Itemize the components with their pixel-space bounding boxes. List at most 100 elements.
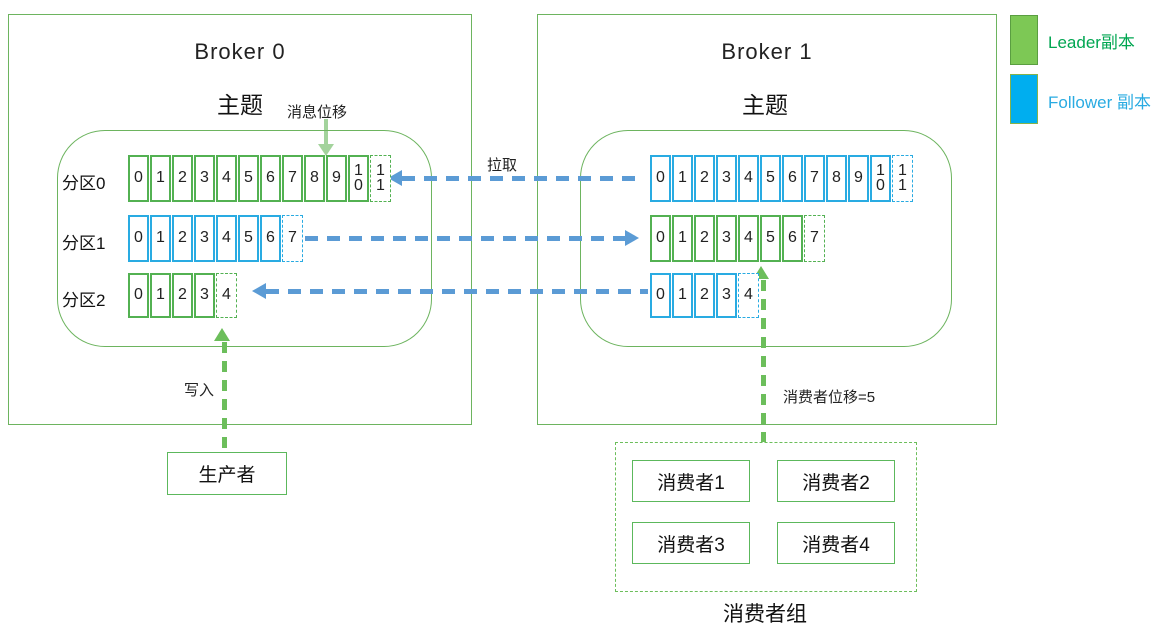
offset-cell-value: 3 [200,169,209,187]
consumer-group-label: 消费者组 [723,603,807,626]
offset-cell-value: 8 [832,169,841,187]
offset-cell-next: 7 [282,215,303,262]
offset-cell-value: 10 [876,162,885,194]
offset-cell: 5 [760,215,781,262]
offset-cell-value: 5 [766,229,775,247]
offset-cell: 4 [738,215,759,262]
consumer2-box: 消费者2 [777,460,895,502]
offset-cell: 1 [672,215,693,262]
offset-cell: 1 [150,155,171,202]
offset-cell-next: 4 [216,273,237,318]
offset-cell: 4 [738,155,759,202]
offset-cell-value: 2 [700,229,709,247]
follower-replica-label: Follower 副本 [1048,93,1151,112]
offset-cell: 0 [650,155,671,202]
offset-cell-value: 6 [266,169,275,187]
offset-cell-next: 7 [804,215,825,262]
offset-cell: 4 [216,215,237,262]
offset-cell-value: 5 [244,229,253,247]
leader-replica-label: Leader副本 [1048,33,1135,52]
offset-cell: 2 [694,273,715,318]
offset-cell-value: 1 [156,169,165,187]
offset-cell-value: 7 [810,229,819,247]
consumer-offset-label: 消费者位移=5 [783,389,876,406]
write-label: 写入 [184,382,215,399]
message-offset-arrow-line [324,119,328,145]
offset-cell: 1 [672,273,693,318]
offset-cell: 5 [238,155,259,202]
offset-cell: 9 [848,155,869,202]
offset-cell-value: 0 [656,169,665,187]
offset-cell-value: 3 [722,286,731,304]
partition-label: 分区1 [62,233,106,253]
offset-cell: 7 [282,155,303,202]
offset-cell-next: 11 [370,155,391,202]
offset-cell: 3 [716,273,737,318]
pull-arrow-partition1-head [625,230,639,246]
offset-cell-value: 0 [134,169,143,187]
offset-cell: 0 [128,215,149,262]
offset-cell-value: 7 [810,169,819,187]
offset-cell: 5 [238,215,259,262]
offset-cell: 2 [694,155,715,202]
offset-cell-value: 2 [178,169,187,187]
offset-cell: 6 [782,155,803,202]
message-offset-arrow-head [318,144,334,156]
offset-cell: 8 [304,155,325,202]
consumer1-box: 消费者1 [632,460,750,502]
offset-cell-value: 5 [766,169,775,187]
offset-cell-value: 4 [744,169,753,187]
offset-cell: 0 [650,215,671,262]
offset-cell: 1 [672,155,693,202]
offset-cell: 3 [194,215,215,262]
follower-replica-swatch [1010,74,1038,124]
offset-cell-value: 9 [332,169,341,187]
offset-cell-value: 4 [222,169,231,187]
leader-replica-swatch [1010,15,1038,65]
offset-cell-value: 0 [656,286,665,304]
offset-cell: 9 [326,155,347,202]
write-arrow-line [222,342,227,452]
producer-box: 生产者 [167,452,287,495]
offset-cell: 1 [150,215,171,262]
offset-cell: 3 [194,273,215,318]
partition-label: 分区0 [62,173,106,193]
offset-cell-value: 1 [678,229,687,247]
offset-cell: 4 [216,155,237,202]
offset-cell: 3 [194,155,215,202]
offset-cell-value: 3 [200,286,209,304]
offset-cell: 10 [870,155,891,202]
offset-cell-value: 7 [288,169,297,187]
offset-cell: 0 [128,273,149,318]
offset-cell-next: 11 [892,155,913,202]
offset-cell-value: 3 [722,169,731,187]
offset-cell: 2 [694,215,715,262]
offset-cell-value: 3 [722,229,731,247]
offset-cell-value: 1 [156,286,165,304]
broker0-title: Broker 0 [194,39,286,64]
offset-cell-value: 5 [244,169,253,187]
offset-cell: 1 [150,273,171,318]
offset-cell: 6 [260,155,281,202]
offset-cell-value: 2 [178,286,187,304]
consumer3-box: 消费者3 [632,522,750,564]
offset-cell-value: 8 [310,169,319,187]
consumer-offset-arrow-line [761,280,766,443]
broker0-topic-label: 主题 [217,92,263,118]
offset-cell: 6 [782,215,803,262]
pull-label: 拉取 [487,157,518,174]
offset-cell-value: 6 [788,229,797,247]
offset-cell-value: 1 [156,229,165,247]
pull-arrow-partition2 [266,289,648,294]
offset-cell-value: 0 [134,286,143,304]
offset-cell-value: 4 [744,286,753,304]
pull-arrow-partition0 [402,176,642,181]
offset-cell: 2 [172,215,193,262]
offset-cell-value: 11 [898,162,907,194]
